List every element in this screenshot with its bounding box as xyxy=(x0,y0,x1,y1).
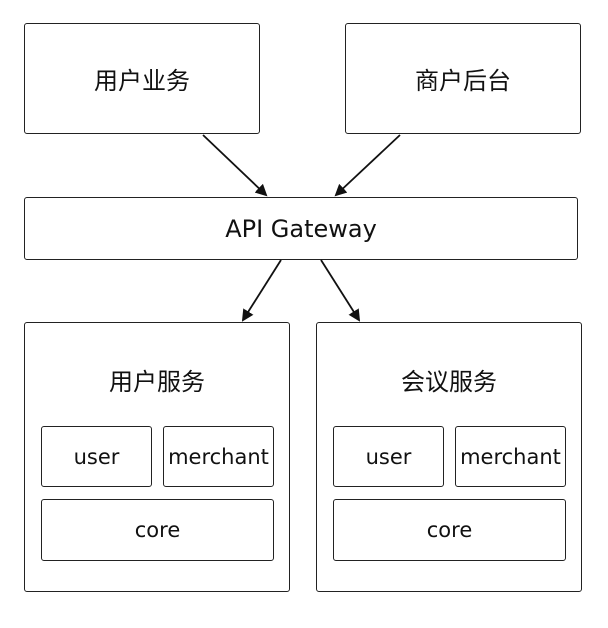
module-label: merchant xyxy=(168,444,269,469)
user-service-title: 用户服务 xyxy=(109,368,205,396)
user-service-core-module: core xyxy=(41,499,274,561)
module-label: core xyxy=(134,518,181,542)
arrow-user-business-to-gateway xyxy=(202,134,268,197)
arrow-merchant-admin-to-gateway xyxy=(334,134,401,197)
user-service-user-module: user xyxy=(41,426,152,487)
user-service-merchant-module: merchant xyxy=(163,426,274,487)
arrow-gateway-to-user-service xyxy=(241,259,282,322)
module-label: user xyxy=(73,444,120,469)
merchant-admin-label: 商户后台 xyxy=(415,67,511,95)
meeting-service-title: 会议服务 xyxy=(401,368,497,396)
meeting-service-core-module: core xyxy=(333,499,566,561)
meeting-service-user-module: user xyxy=(333,426,444,487)
module-label: core xyxy=(426,518,473,542)
meeting-service-merchant-module: merchant xyxy=(455,426,566,487)
module-label: merchant xyxy=(460,444,561,469)
module-label: user xyxy=(365,444,412,469)
user-business-node: 用户业务 xyxy=(24,23,260,134)
api-gateway-node: API Gateway xyxy=(24,197,578,260)
arrow-gateway-to-meeting-service xyxy=(320,259,361,322)
user-business-label: 用户业务 xyxy=(94,67,190,95)
api-gateway-label: API Gateway xyxy=(225,214,377,243)
merchant-admin-node: 商户后台 xyxy=(345,23,581,134)
